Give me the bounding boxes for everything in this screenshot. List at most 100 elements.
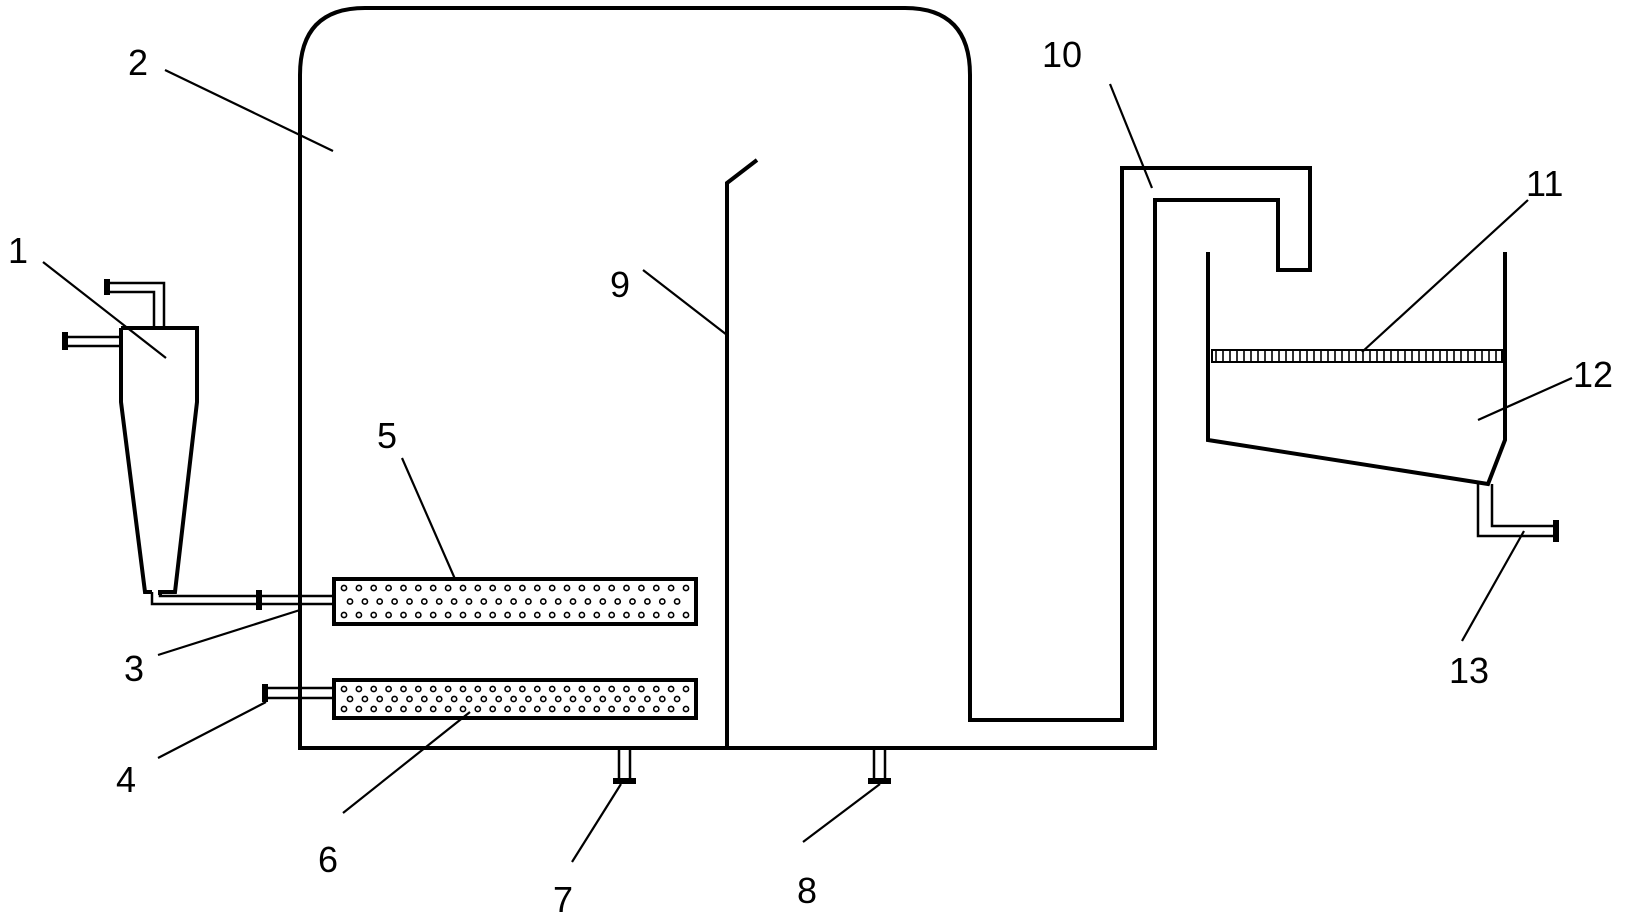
- pore-dot: [391, 598, 398, 605]
- pore-dot: [465, 598, 473, 605]
- pore-dot: [569, 695, 577, 703]
- pore-dot: [525, 695, 532, 703]
- pore-dot: [459, 705, 467, 713]
- label-7: 7: [553, 879, 573, 920]
- pore-dot: [474, 705, 482, 713]
- pore-dot: [623, 584, 630, 592]
- pore-dot: [599, 695, 607, 703]
- pore-dot: [489, 685, 497, 693]
- upper-distributor-pores: [340, 584, 690, 619]
- pore-dot: [361, 598, 369, 605]
- pore-dot: [444, 584, 452, 592]
- label-10: 10: [1042, 34, 1082, 75]
- pore-dot: [510, 598, 517, 605]
- pore-dot: [361, 695, 369, 703]
- pore-dot: [355, 705, 363, 713]
- pore-dot: [593, 611, 601, 619]
- pore-dot: [420, 695, 428, 703]
- pore-dot: [489, 611, 497, 619]
- label-11: 11: [1526, 163, 1563, 204]
- pore-dot: [578, 584, 586, 592]
- pore-dot: [346, 695, 354, 703]
- pore-dot: [370, 705, 378, 713]
- pore-dot: [563, 685, 571, 693]
- pore-dot: [667, 685, 675, 693]
- pore-dot: [429, 584, 437, 592]
- pore-dot: [533, 685, 541, 693]
- pore-dot: [638, 584, 645, 592]
- label-1: 1: [8, 230, 28, 271]
- pore-dot: [519, 705, 526, 713]
- pore-dot: [623, 685, 630, 693]
- pore-dot: [682, 685, 690, 693]
- pore-dot: [429, 685, 437, 693]
- pore-dot: [504, 685, 511, 693]
- pore-dot: [608, 705, 616, 713]
- pore-dot: [376, 598, 384, 605]
- pore-dot: [593, 584, 601, 592]
- pore-dot: [623, 705, 630, 713]
- pore-dot: [638, 685, 645, 693]
- pore-dot: [489, 705, 497, 713]
- main-tank: [298, 6, 1312, 750]
- pore-dot: [444, 685, 452, 693]
- partition-baffle: [725, 158, 759, 748]
- pore-dot: [474, 685, 482, 693]
- pore-dot: [444, 611, 452, 619]
- pore-dot: [548, 584, 556, 592]
- pore-dot: [414, 584, 422, 592]
- pore-dot: [673, 695, 681, 703]
- pore-dot: [495, 695, 503, 703]
- pore-dot: [519, 584, 526, 592]
- pore-dot: [584, 598, 592, 605]
- label-13: 13: [1449, 650, 1489, 691]
- pore-dot: [608, 611, 616, 619]
- pore-dot: [355, 611, 363, 619]
- pore-dot: [504, 584, 511, 592]
- filter-screen: [1211, 349, 1503, 363]
- pore-dot: [504, 611, 511, 619]
- pore-dot: [644, 598, 651, 605]
- pore-dot: [414, 611, 422, 619]
- pore-dot: [638, 611, 645, 619]
- pore-dot: [652, 584, 660, 592]
- label-9: 9: [610, 264, 630, 305]
- pore-dot: [599, 598, 607, 605]
- pore-dot: [563, 584, 571, 592]
- number-labels: 1 2 3 4 5 6 7 8 9 10 11 12 13: [8, 34, 1613, 920]
- pore-dot: [533, 611, 541, 619]
- pore-dot: [510, 695, 517, 703]
- pore-dot: [533, 584, 541, 592]
- pore-dot: [474, 611, 482, 619]
- pore-dot: [429, 611, 437, 619]
- lower-distributor: [262, 678, 698, 720]
- pore-dot: [584, 695, 592, 703]
- pore-dot: [519, 611, 526, 619]
- pore-dot: [385, 685, 392, 693]
- pore-dot: [548, 611, 556, 619]
- cyclone-separator: [62, 279, 300, 610]
- label-3: 3: [124, 648, 144, 689]
- pore-dot: [667, 705, 675, 713]
- pore-dot: [355, 584, 363, 592]
- pore-dot: [376, 695, 384, 703]
- pore-dot: [474, 584, 482, 592]
- pore-dot: [623, 611, 630, 619]
- pore-dot: [569, 598, 577, 605]
- pore-dot: [563, 611, 571, 619]
- pore-dot: [370, 584, 378, 592]
- pore-dot: [548, 705, 556, 713]
- pore-dot: [554, 695, 562, 703]
- pore-dot: [495, 598, 503, 605]
- pore-dot: [340, 611, 348, 619]
- pore-dot: [652, 685, 660, 693]
- pore-dot: [340, 705, 348, 713]
- pore-dot: [406, 695, 413, 703]
- pore-dot: [667, 584, 675, 592]
- pore-dot: [554, 598, 562, 605]
- label-12: 12: [1573, 354, 1613, 395]
- pore-dot: [480, 695, 488, 703]
- pore-dot: [414, 685, 422, 693]
- label-6: 6: [318, 839, 338, 880]
